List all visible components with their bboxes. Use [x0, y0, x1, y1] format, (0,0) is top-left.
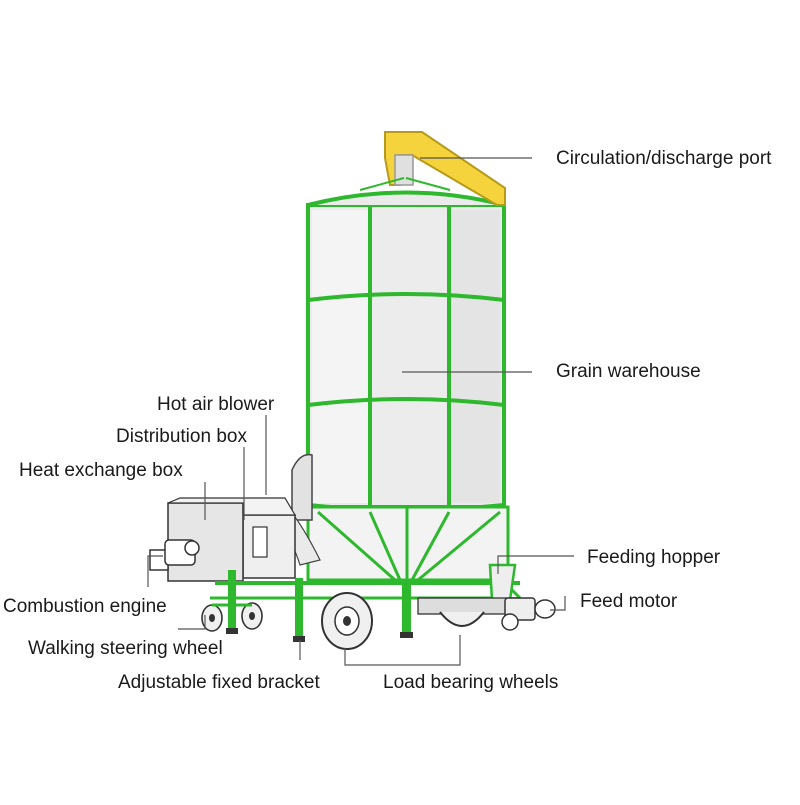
combustion-engine [149, 539, 200, 571]
silo-cone [306, 505, 510, 582]
circulation-discharge-port [359, 131, 506, 206]
label-load-bearing-wheels: Load bearing wheels [383, 672, 559, 693]
label-feeding-hopper: Feeding hopper [587, 547, 721, 568]
feed-motor [417, 597, 556, 631]
grain-warehouse-silo [306, 190, 506, 512]
load-bearing-wheels [321, 592, 485, 650]
label-heat-exchange-box: Heat exchange box [19, 460, 183, 481]
label-walking-steering-wheel: Walking steering wheel [28, 638, 223, 659]
label-grain-warehouse: Grain warehouse [556, 361, 701, 382]
label-adjustable-fixed-bracket: Adjustable fixed bracket [118, 672, 320, 693]
distribution-box [242, 514, 296, 579]
label-hot-air-blower: Hot air blower [157, 394, 275, 415]
label-distribution-box: Distribution box [116, 426, 247, 447]
feeding-hopper [488, 563, 517, 602]
label-circulation-discharge-port: Circulation/discharge port [556, 148, 772, 169]
walking-steering-wheel [201, 602, 263, 632]
label-combustion-engine: Combustion engine [3, 596, 167, 617]
leader-lines [147, 157, 574, 666]
label-feed-motor: Feed motor [580, 591, 678, 612]
